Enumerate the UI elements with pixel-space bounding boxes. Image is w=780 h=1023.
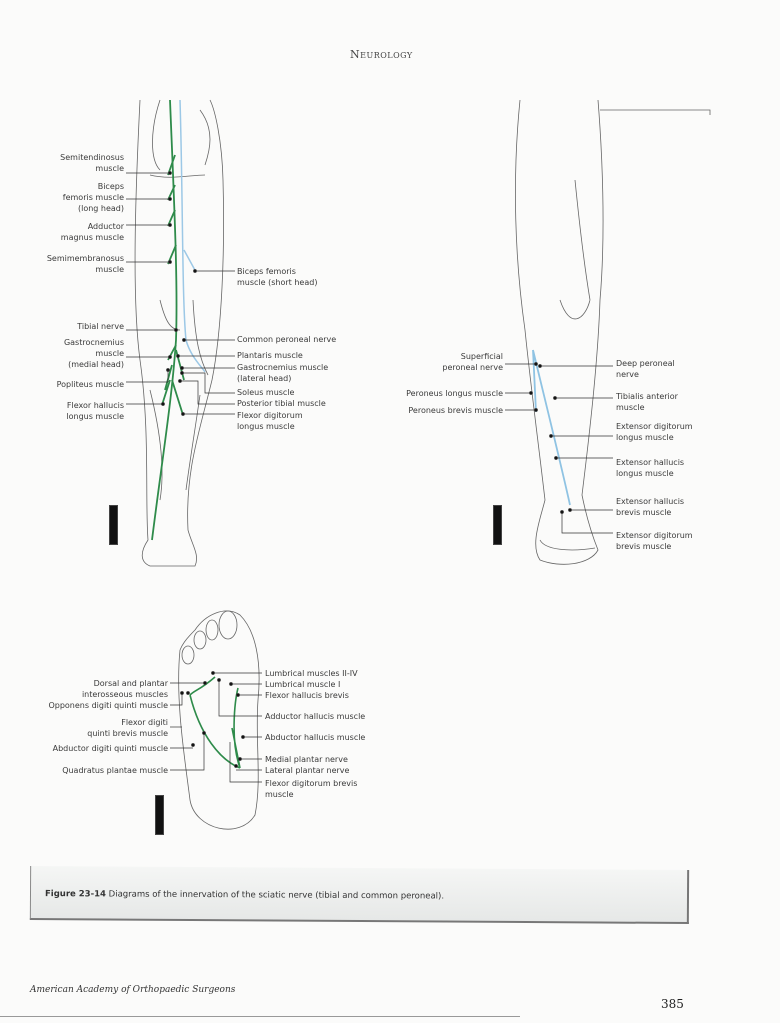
label-posterior-tibial: Posterior tibial muscle	[237, 399, 326, 408]
figure-number: Figure 23-14	[44, 889, 106, 900]
label-peroneus-brevis: Peroneus brevis muscle	[408, 406, 503, 415]
label-gastrocnemius-medial: Gastrocnemius muscle (medial head)	[63, 338, 124, 369]
common-peroneal-nerve-path	[179, 99, 206, 373]
label-plantaris: Plantaris muscle	[237, 351, 303, 360]
label-common-peroneal-nerve: Common peroneal nerve	[237, 335, 337, 344]
label-popliteus: Popliteus muscle	[56, 380, 124, 389]
label-flexor-hallucis-brevis: Flexor hallucis brevis	[265, 691, 349, 700]
label-extensor-hallucis-longus: Extensor hallucis longus muscle	[616, 458, 685, 478]
anterior-leg-drawing	[515, 99, 711, 565]
label-biceps-femoris-short: Biceps femoris muscle (short head)	[237, 267, 318, 287]
label-flexor-hallucis-longus: Flexor hallucis longus muscle	[66, 401, 124, 421]
plantar-nerves-path	[189, 676, 241, 769]
label-biceps-femoris-long: Biceps femoris muscle (long head)	[62, 182, 124, 213]
anterior-leg-leaders	[505, 362, 613, 534]
copyright-stamp	[109, 505, 118, 545]
label-extensor-digitorum-brevis: Extensor digitorum brevis muscle	[616, 531, 693, 551]
copyright-stamp	[155, 795, 164, 835]
page-number: 385	[661, 997, 684, 1011]
label-adductor-magnus: Adductor magnus muscle	[60, 222, 124, 242]
label-adductor-hallucis: Adductor hallucis muscle	[265, 712, 366, 721]
label-soleus: Soleus muscle	[237, 388, 295, 397]
posterior-leg-drawing	[134, 99, 224, 567]
peroneal-nerve-anterior-path	[532, 349, 571, 506]
foot-leaders	[170, 671, 262, 783]
label-semimembranosus: Semimembranosus muscle	[46, 254, 124, 274]
label-tibialis-anterior: Tibialis anterior muscle	[616, 392, 678, 412]
caption-text: Diagrams of the innervation of the sciat…	[105, 889, 445, 902]
label-quadratus-plantae: Quadratus plantae muscle	[62, 766, 168, 775]
label-extensor-hallucis-brevis: Extensor hallucis brevis muscle	[616, 497, 685, 517]
label-lumbrical-1: Lumbrical muscle I	[265, 680, 341, 689]
posterior-leg-leaders	[126, 171, 235, 416]
running-header: Neurology	[350, 48, 413, 61]
label-lumbricals-2-4: Lumbrical muscles II-IV	[265, 669, 358, 678]
label-semitendinosus: Semitendinosus muscle	[60, 153, 124, 173]
label-extensor-digitorum-longus: Extensor digitorum longus muscle	[616, 422, 693, 442]
label-flexor-digitorum-longus: Flexor digitorum longus muscle	[237, 411, 303, 431]
label-tibial-nerve: Tibial nerve	[77, 322, 124, 331]
label-abductor-digiti-quinti: Abductor digiti quinti muscle	[52, 744, 168, 753]
label-flexor-digitorum-brevis: Flexor digitorum brevis muscle	[265, 779, 358, 799]
foot-drawing	[178, 610, 260, 830]
label-abductor-hallucis: Abductor hallucis muscle	[265, 733, 366, 742]
label-opponens-digiti-quinti: Opponens digiti quinti muscle	[48, 701, 168, 710]
tibial-nerve-path	[151, 99, 185, 541]
label-gastrocnemius-lateral: Gastrocnemius muscle (lateral head)	[237, 363, 329, 383]
label-interosseous: Dorsal and plantar interosseous muscles	[81, 679, 168, 699]
label-deep-peroneal-nerve: Deep peroneal nerve	[616, 359, 675, 379]
label-superficial-peroneal-nerve: Superficial peroneal nerve	[442, 352, 503, 372]
copyright-stamp	[493, 505, 502, 545]
figure-caption-box: Figure 23-14 Diagrams of the innervation…	[29, 865, 690, 925]
label-peroneus-longus: Peroneus longus muscle	[406, 389, 503, 398]
figure-caption: Figure 23-14 Diagrams of the innervation…	[45, 889, 444, 901]
footer-rule	[0, 1016, 520, 1017]
footer-publisher: American Academy of Orthopaedic Surgeons	[30, 985, 236, 995]
label-flexor-digiti-quinti-brevis: Flexor digiti quinti brevis muscle	[87, 718, 168, 738]
label-lateral-plantar-nerve: Lateral plantar nerve	[265, 766, 350, 775]
label-medial-plantar-nerve: Medial plantar nerve	[265, 755, 348, 764]
